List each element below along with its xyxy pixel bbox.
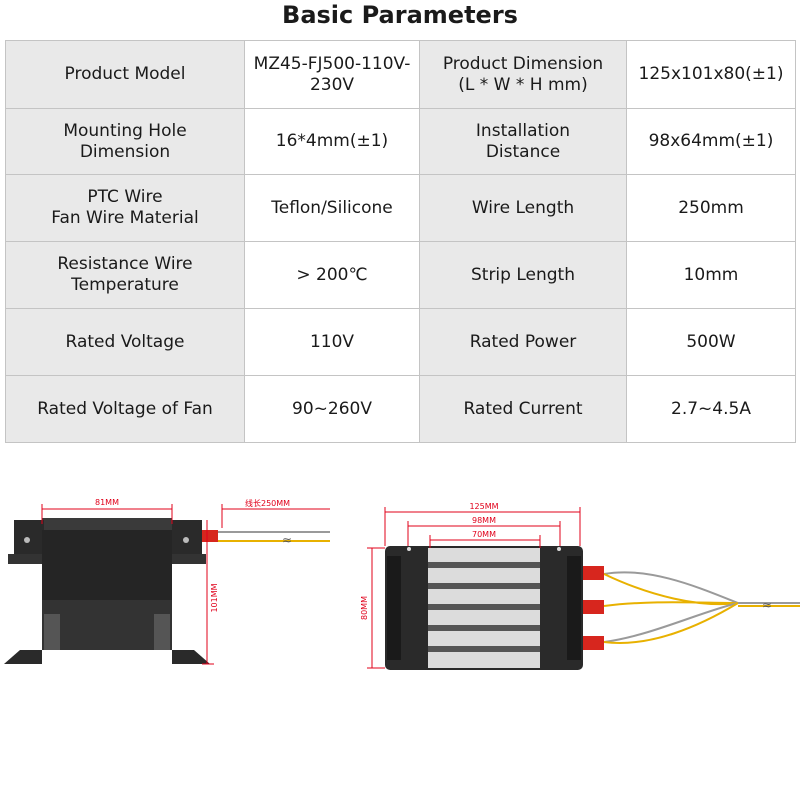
- side-view-drawing: ≈ 81MM 线长250MM 101MM: [4, 498, 330, 665]
- fin-divider: [428, 625, 540, 631]
- heater-base: [42, 600, 172, 650]
- param-value: 98x64mm(±1): [626, 108, 796, 175]
- dim-70-label: 70MM: [472, 530, 496, 539]
- ptc-wire: [603, 571, 739, 604]
- param-label: Rated Current: [419, 375, 627, 443]
- param-value: Teflon/Silicone: [244, 174, 420, 242]
- param-value: 110V: [244, 308, 420, 376]
- param-value: 10mm: [626, 241, 796, 309]
- dim-98-label: 98MM: [472, 516, 496, 525]
- dim-80-label: 80MM: [360, 596, 369, 620]
- param-label: PTC Wire Fan Wire Material: [5, 174, 245, 242]
- connector: [580, 600, 604, 614]
- param-label: Rated Voltage: [5, 308, 245, 376]
- fan-wire: [603, 601, 739, 607]
- param-label: Mounting Hole Dimension: [5, 108, 245, 175]
- hole-icon: [183, 537, 189, 543]
- connector: [580, 566, 604, 580]
- connector: [198, 530, 218, 542]
- foot-left: [4, 650, 42, 664]
- param-value: 250mm: [626, 174, 796, 242]
- base-panel: [154, 614, 170, 650]
- fin-divider: [428, 583, 540, 589]
- fin-divider: [428, 646, 540, 652]
- side-rail: [8, 554, 58, 564]
- param-label: Product Model: [5, 40, 245, 109]
- param-value: 500W: [626, 308, 796, 376]
- table-row: Mounting Hole Dimension 16*4mm(±1) Insta…: [5, 108, 796, 175]
- fan-wire: [603, 602, 739, 644]
- param-label: Resistance Wire Temperature: [5, 241, 245, 309]
- wire-break-icon: ≈: [282, 533, 292, 547]
- table-row: Product Model MZ45-FJ500-110V- 230V Prod…: [5, 40, 796, 109]
- connector: [580, 636, 604, 650]
- param-label: Product Dimension (L * W * H mm): [419, 40, 627, 109]
- front-view-drawing: ≈ 125MM 98MM 70MM 8: [360, 502, 800, 670]
- param-label: Wire Length: [419, 174, 627, 242]
- hole-icon: [407, 547, 411, 551]
- top-bar: [42, 518, 172, 532]
- ptc-wire: [603, 602, 739, 643]
- param-value: MZ45-FJ500-110V- 230V: [244, 40, 420, 109]
- side-slot: [567, 556, 581, 660]
- hole-icon: [557, 547, 561, 551]
- table-row: Rated Voltage of Fan 90~260V Rated Curre…: [5, 375, 796, 443]
- table-row: PTC Wire Fan Wire Material Teflon/Silico…: [5, 174, 796, 242]
- side-rail: [156, 554, 206, 564]
- param-value: 125x101x80(±1): [626, 40, 796, 109]
- side-slot: [387, 556, 401, 660]
- param-label: Rated Voltage of Fan: [5, 375, 245, 443]
- param-value: 90~260V: [244, 375, 420, 443]
- table-row: Rated Voltage 110V Rated Power 500W: [5, 308, 796, 376]
- param-label: Strip Length: [419, 241, 627, 309]
- param-value: 16*4mm(±1): [244, 108, 420, 175]
- param-value: 2.7~4.5A: [626, 375, 796, 443]
- dim-125-label: 125MM: [469, 502, 498, 511]
- fan-wire: [603, 573, 739, 606]
- wire-length-label: 线长250MM: [245, 498, 290, 508]
- table-row: Resistance Wire Temperature > 200℃ Strip…: [5, 241, 796, 309]
- param-label: Installation Distance: [419, 108, 627, 175]
- height-dimension-label: 101MM: [210, 583, 219, 612]
- hole-icon: [24, 537, 30, 543]
- heater-body: [42, 530, 172, 600]
- param-label: Rated Power: [419, 308, 627, 376]
- page-title: Basic Parameters: [282, 1, 518, 29]
- width-dimension-label: 81MM: [95, 498, 119, 507]
- fin-divider: [428, 604, 540, 610]
- spec-table: Product Model MZ45-FJ500-110V- 230V Prod…: [5, 40, 796, 443]
- base-panel: [44, 614, 60, 650]
- dimension-diagrams: ≈ 81MM 线长250MM 101MM: [4, 498, 800, 670]
- wire-break-icon: ≈: [762, 598, 772, 612]
- foot-right: [172, 650, 210, 664]
- param-value: > 200℃: [244, 241, 420, 309]
- fin-divider: [428, 562, 540, 568]
